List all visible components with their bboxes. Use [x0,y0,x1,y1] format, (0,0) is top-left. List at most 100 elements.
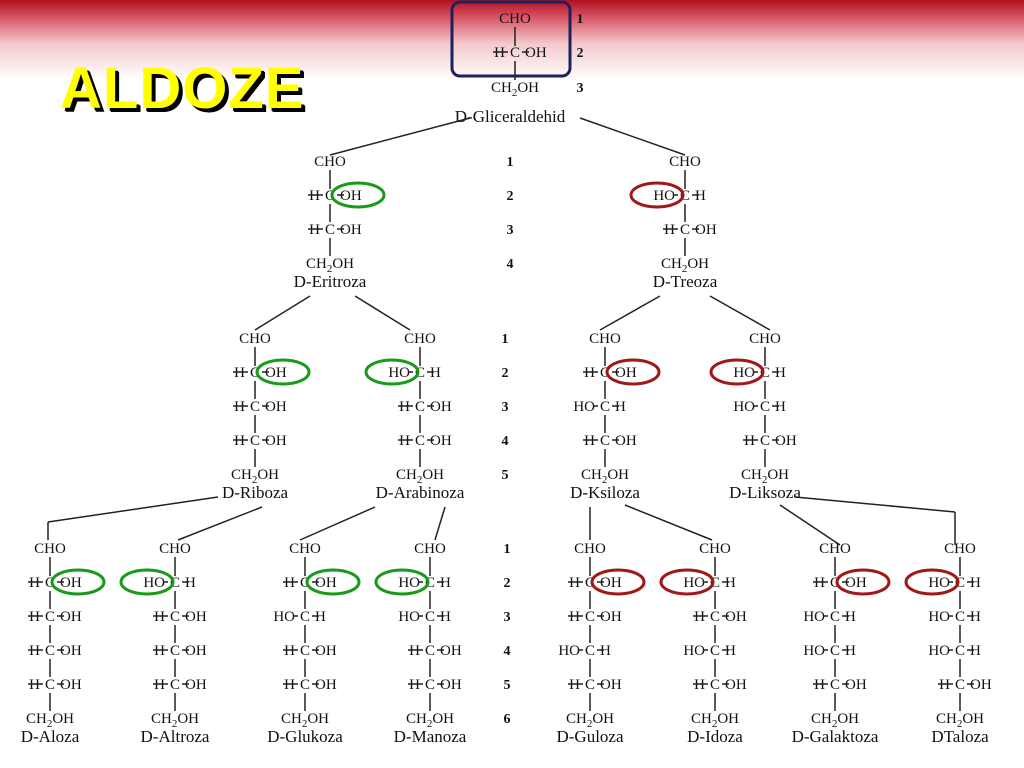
level2-1-ch2oh-label: CH2OH [396,467,444,486]
level1-1-cho-label: CHO [669,154,701,170]
level3-1-ch2oh-label: CH2OH [151,711,199,730]
level1-0-h-left: H [309,222,320,238]
level3-7-carbon-5: C [955,677,965,693]
level3-7-highlight-ellipse [904,568,960,596]
tree-connector [794,496,956,513]
level3-1-carbon-5: C [170,677,180,693]
gliceraldehid-name: D-Gliceraldehid [455,107,566,126]
level3-5-ho-left: HO [683,643,705,659]
level3-3-carbon-2: C [425,575,435,591]
level1-0-h-left: H [309,188,320,204]
level3-5-carbon-4: C [710,643,720,659]
level3-1-h-right: H [185,575,196,591]
level3-7-ch2oh-label: CH2OH [936,711,984,730]
level3-2-carbon-2: C [300,575,310,591]
level3-7-h-right: H [970,575,981,591]
level1-0-ch2oh-label: CH2OH [306,256,354,275]
level3-6-oh-right: OH [845,677,867,693]
level3-1-ho-left: HO [143,575,165,591]
level3-3-oh-right: OH [440,643,462,659]
tree-connector [254,295,311,331]
page-title: ALDOZE [60,56,305,121]
level2-2-oh-right: OH [615,365,637,381]
level3-0-h-left: H [29,609,40,625]
level3-6-oh-right: OH [845,575,867,591]
level3-5-h-right: H [725,575,736,591]
level3-0-carbon-2: C [45,575,55,591]
level2-0-carbon-4: C [250,433,260,449]
level3-4-oh-right: OH [600,575,622,591]
level2-3-oh-right: OH [775,433,797,449]
level2-1-oh-right: OH [430,433,452,449]
level3-5-cho-label: CHO [699,541,731,557]
level3-6-name: D-Galaktoza [792,727,879,746]
level3-6-carbon-2: C [830,575,840,591]
tree-connector [329,117,471,156]
level3-3-highlight-ellipse [374,568,430,596]
carbon-number: 4 [502,434,509,449]
carbon-number: 4 [507,257,514,272]
level2-0-ch2oh-label: CH2OH [231,467,279,486]
level2-0-carbon-2: C [250,365,260,381]
level3-4-carbon-5: C [585,677,595,693]
level3-0-cho-label: CHO [34,541,66,557]
level1-0-oh-right: OH [340,222,362,238]
level3-5-ch2oh-label: CH2OH [691,711,739,730]
title-banner [0,0,1024,80]
level3-1-h-left: H [154,677,165,693]
level1-0-carbon-2: C [325,188,335,204]
level3-4-oh-right: OH [600,609,622,625]
level3-0-highlight-ellipse [50,568,106,596]
carbon-number: 1 [504,542,511,557]
level3-1-cho-label: CHO [159,541,191,557]
level3-4-ho-left: HO [558,643,580,659]
level3-0-oh-right: OH [60,677,82,693]
level3-1-h-left: H [154,643,165,659]
level1-1-h-right: H [695,188,706,204]
level3-4-carbon-4: C [585,643,595,659]
level3-7-oh-right: OH [970,677,992,693]
level1-0-carbon-3: C [325,222,335,238]
level2-2-oh-right: OH [615,433,637,449]
carbon-number: 3 [507,223,514,238]
level2-0-cho-label: CHO [239,331,271,347]
level3-0-carbon-4: C [45,643,55,659]
carbon-number: 5 [502,468,509,483]
level3-6-ho-left: HO [803,643,825,659]
level2-2-carbon-3: C [600,399,610,415]
tree-connector [177,506,263,541]
level3-5-highlight-ellipse [659,568,715,596]
level3-3-carbon-3: C [425,609,435,625]
level3-7-ho-left: HO [928,643,950,659]
level3-1-carbon-4: C [170,643,180,659]
carbon-number: 2 [577,46,584,61]
level3-2-carbon-3: C [300,609,310,625]
gliceraldehid-ch2oh-label: CH2OH [491,80,539,99]
level2-0-h-left: H [234,433,245,449]
level3-4-h-right: H [600,643,611,659]
level3-0-carbon-5: C [45,677,55,693]
gliceraldehid-h-left: H [494,45,505,61]
level3-4-h-left: H [569,575,580,591]
level3-6-h-left: H [814,575,825,591]
level3-1-oh-right: OH [185,677,207,693]
level3-7-h-right: H [970,643,981,659]
level3-7-h-right: H [970,609,981,625]
level3-2-cho-label: CHO [289,541,321,557]
level3-1-carbon-3: C [170,609,180,625]
level2-1-cho-label: CHO [404,331,436,347]
level3-2-carbon-5: C [300,677,310,693]
level3-5-h-left: H [694,677,705,693]
level3-7-cho-label: CHO [944,541,976,557]
carbon-number: 3 [502,400,509,415]
carbon-number: 3 [504,610,511,625]
level2-1-oh-right: OH [430,399,452,415]
level1-1-carbon-2: C [680,188,690,204]
level3-1-name: D-Altroza [141,727,210,746]
level3-2-oh-right: OH [315,677,337,693]
level3-4-highlight-ellipse [590,568,646,596]
level2-3-cho-label: CHO [749,331,781,347]
level3-7-ho-left: HO [928,575,950,591]
level3-2-highlight-ellipse [305,568,361,596]
